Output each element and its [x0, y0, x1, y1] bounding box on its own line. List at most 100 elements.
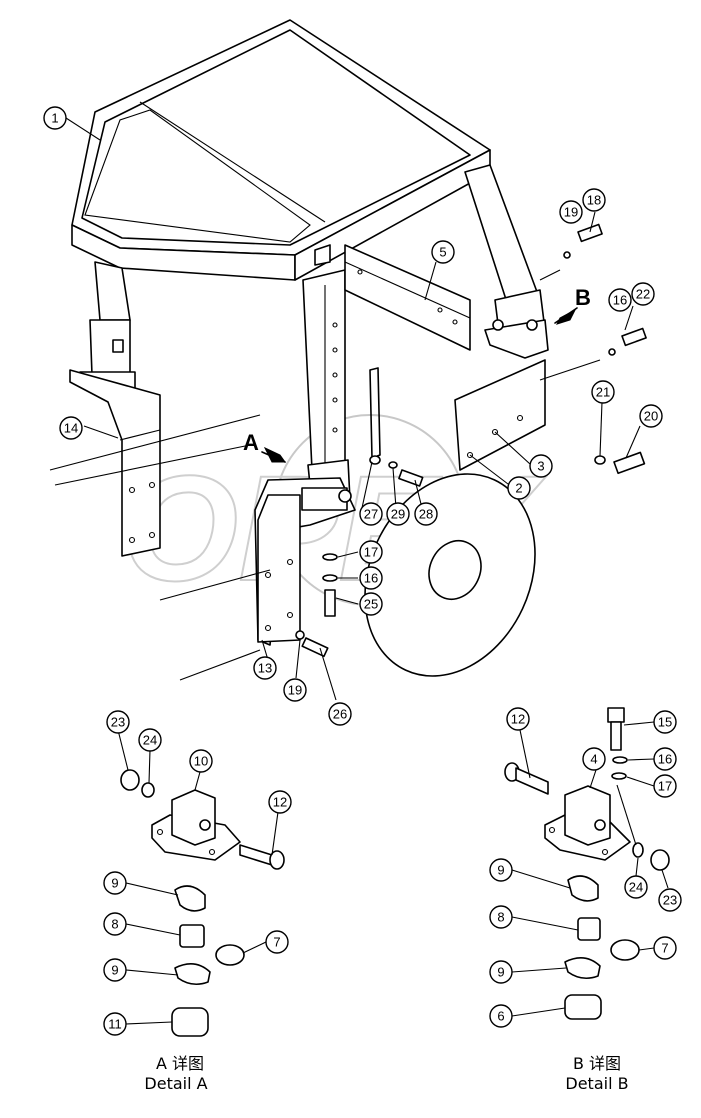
callout-2-label: 2	[515, 481, 522, 496]
callout-5-label: 5	[439, 245, 446, 260]
detail-b-caption-en: Detail B	[565, 1074, 628, 1093]
callout-b-9-bottom: 9	[489, 960, 513, 984]
right-post	[464, 164, 549, 359]
center-post	[302, 244, 351, 506]
callout-a-8-label: 8	[111, 917, 118, 932]
fasteners-right	[563, 223, 647, 475]
callout-17-label: 17	[364, 545, 378, 560]
callout-21: 21	[591, 380, 615, 404]
callout-a-23: 23	[106, 710, 130, 734]
callout-b-23: 23	[658, 888, 682, 912]
callout-a-12-label: 12	[273, 795, 287, 810]
right-plate	[454, 359, 546, 471]
callout-b-17: 17	[653, 774, 677, 798]
callout-13: 13	[253, 656, 277, 680]
callout-13-label: 13	[258, 661, 272, 676]
callout-20-label: 20	[644, 409, 658, 424]
callout-26-label: 26	[333, 707, 347, 722]
view-arrow-a: A	[243, 430, 286, 463]
callout-20: 20	[639, 404, 663, 428]
callout-29-label: 29	[391, 507, 405, 522]
callout-18-label: 18	[587, 193, 601, 208]
callout-27-label: 27	[364, 507, 378, 522]
leaders-detail-a	[117, 729, 279, 1025]
callout-a-11: 11	[103, 1012, 127, 1036]
detail-a-caption-cn: A 详图	[156, 1054, 204, 1073]
callout-3: 3	[529, 454, 553, 478]
callout-a-8: 8	[103, 912, 127, 936]
callout-b-7-label: 7	[661, 941, 668, 956]
callout-16-right: 16	[608, 288, 632, 312]
callout-b-15: 15	[653, 710, 677, 734]
callout-a-9-top: 9	[103, 871, 127, 895]
detail-b	[504, 707, 670, 1020]
callout-26: 26	[328, 702, 352, 726]
callout-a-10: 10	[189, 749, 213, 773]
callout-a-23-label: 23	[111, 715, 125, 730]
canopy-roof	[71, 19, 491, 281]
callout-b-9-top: 9	[489, 858, 513, 882]
view-letter-b: B	[575, 285, 591, 310]
callout-b-17-label: 17	[658, 779, 672, 794]
callout-a-24-label: 24	[143, 733, 157, 748]
callout-19-bottom: 19	[283, 678, 307, 702]
detail-b-caption-cn: B 详图	[573, 1054, 621, 1073]
callout-25-label: 25	[364, 597, 378, 612]
callout-14-label: 14	[64, 421, 78, 436]
callout-b-16-label: 16	[658, 752, 672, 767]
callout-22: 22	[631, 282, 655, 306]
callout-b-24: 24	[624, 875, 648, 899]
left-bracket	[69, 369, 161, 557]
detail-a-caption-en: Detail A	[144, 1074, 207, 1093]
leaders-main	[65, 117, 641, 701]
callout-16-center-label: 16	[364, 571, 378, 586]
callout-b-24-label: 24	[629, 880, 643, 895]
callout-b-4: 4	[582, 747, 606, 771]
reference-lines	[49, 269, 601, 681]
callout-b-7: 7	[653, 936, 677, 960]
left-post	[79, 261, 136, 389]
callout-18: 18	[582, 188, 606, 212]
view-letter-a: A	[243, 430, 259, 455]
callout-21-label: 21	[596, 385, 610, 400]
callout-1-label: 1	[51, 111, 58, 126]
callout-27: 27	[359, 502, 383, 526]
callout-17: 17	[359, 540, 383, 564]
leaders-detail-b	[511, 721, 669, 1017]
rear-wheel	[364, 473, 536, 677]
callout-19-bottom-label: 19	[288, 683, 302, 698]
callout-19-top-label: 19	[564, 205, 578, 220]
callout-28-label: 28	[419, 507, 433, 522]
callout-b-8-label: 8	[497, 910, 504, 925]
callout-a-10-label: 10	[194, 754, 208, 769]
callout-b-4-label: 4	[590, 752, 597, 767]
callout-a-7-label: 7	[273, 935, 280, 950]
callout-b-8: 8	[489, 905, 513, 929]
callout-b-16: 16	[653, 747, 677, 771]
callout-b-12-label: 12	[511, 712, 525, 727]
callout-14: 14	[59, 416, 83, 440]
detail-a	[120, 769, 285, 1037]
callout-1: 1	[43, 106, 67, 130]
callout-28: 28	[414, 502, 438, 526]
callout-a-12: 12	[268, 790, 292, 814]
view-arrow-b: B	[554, 285, 591, 325]
callout-a-24: 24	[138, 728, 162, 752]
cross-beam	[344, 244, 471, 351]
callout-22-label: 22	[636, 287, 650, 302]
callout-29: 29	[386, 502, 410, 526]
callout-3-label: 3	[537, 459, 544, 474]
callout-b-6: 6	[489, 1004, 513, 1028]
callout-16-right-label: 16	[613, 293, 627, 308]
callout-2: 2	[507, 476, 531, 500]
callout-19-top: 19	[559, 200, 583, 224]
callout-b-23-label: 23	[663, 893, 677, 908]
callout-a-9-bottom: 9	[103, 958, 127, 982]
callout-a-9-top-label: 9	[111, 876, 118, 891]
callout-a-7: 7	[265, 930, 289, 954]
callout-b-9-bottom-label: 9	[497, 965, 504, 980]
callout-b-9-top-label: 9	[497, 863, 504, 878]
callout-16-center: 16	[359, 566, 383, 590]
callout-b-6-label: 6	[497, 1009, 504, 1024]
